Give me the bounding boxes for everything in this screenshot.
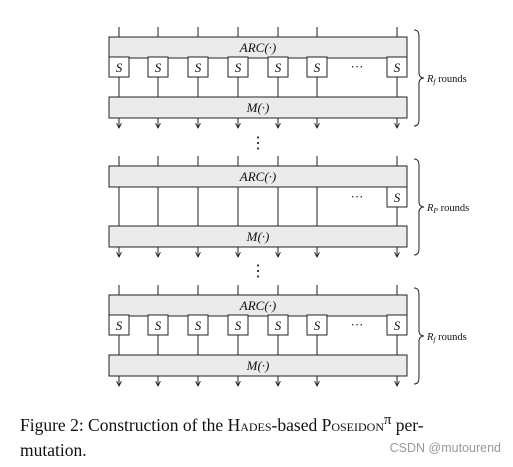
figure-caption: Figure 2: Construction of the Hades-base…: [20, 408, 500, 463]
sbox-label: S: [275, 318, 282, 333]
sbox-label: S: [195, 60, 202, 75]
rounds-subscript: f: [433, 335, 436, 344]
rounds-label: RP rounds: [426, 203, 469, 215]
rounds-subscript: f: [433, 77, 436, 86]
mix-label: M(·): [246, 100, 270, 115]
arc-label: ARC(·): [239, 169, 276, 184]
rounds-subscript: P: [432, 206, 438, 215]
sbox-label: S: [235, 318, 242, 333]
rounds-label: Rf rounds: [426, 332, 467, 344]
arc-box: [108, 165, 408, 188]
rounds-brace: [413, 287, 425, 385]
sbox-label: S: [155, 318, 162, 333]
watermark: CSDN @mutourend: [389, 441, 501, 455]
sbox-label: S: [314, 60, 321, 75]
sbox-label: S: [394, 60, 401, 75]
sbox-label: S: [195, 318, 202, 333]
mix-label: M(·): [246, 358, 270, 373]
sbox-label: S: [394, 190, 401, 205]
mix-box: [108, 354, 408, 377]
rounds-word: rounds: [438, 203, 469, 214]
arc-box: [108, 36, 408, 59]
rounds-brace: [413, 158, 425, 256]
rounds-symbol: R: [426, 332, 434, 343]
sbox-label: S: [116, 318, 123, 333]
sbox-label: S: [235, 60, 242, 75]
caption-line2: mutation.: [20, 439, 87, 460]
mix-label: M(·): [246, 229, 270, 244]
ellipsis: ···: [351, 317, 364, 332]
caption-poseidon: Poseidon: [321, 414, 385, 435]
sbox-label: S: [155, 60, 162, 75]
mix-box: [108, 225, 408, 248]
rounds-symbol: R: [426, 74, 434, 85]
rounds-brace: [413, 29, 425, 127]
ellipsis: ···: [351, 59, 364, 74]
caption-prefix: Figure 2: Construction of the: [20, 414, 228, 435]
rounds-label: Rf rounds: [426, 74, 467, 86]
rounds-word: rounds: [436, 74, 467, 85]
sbox-label: S: [116, 60, 123, 75]
caption-hades: Hades: [227, 414, 272, 435]
sbox-label: S: [314, 318, 321, 333]
sbox-label: S: [394, 318, 401, 333]
vertical-dots: ⋮: [250, 263, 266, 280]
arc-label: ARC(·): [239, 40, 276, 55]
rounds-symbol: R: [426, 203, 434, 214]
mix-box: [108, 96, 408, 119]
vertical-dots: ⋮: [250, 135, 266, 152]
sbox-label: S: [275, 60, 282, 75]
arc-label: ARC(·): [239, 298, 276, 313]
caption-pi-superscript: π: [384, 412, 392, 428]
arc-box: [108, 294, 408, 317]
caption-suffix: per-: [391, 414, 424, 435]
ellipsis: ···: [351, 189, 364, 204]
caption-middle: -based: [271, 414, 322, 435]
rounds-word: rounds: [436, 332, 467, 343]
